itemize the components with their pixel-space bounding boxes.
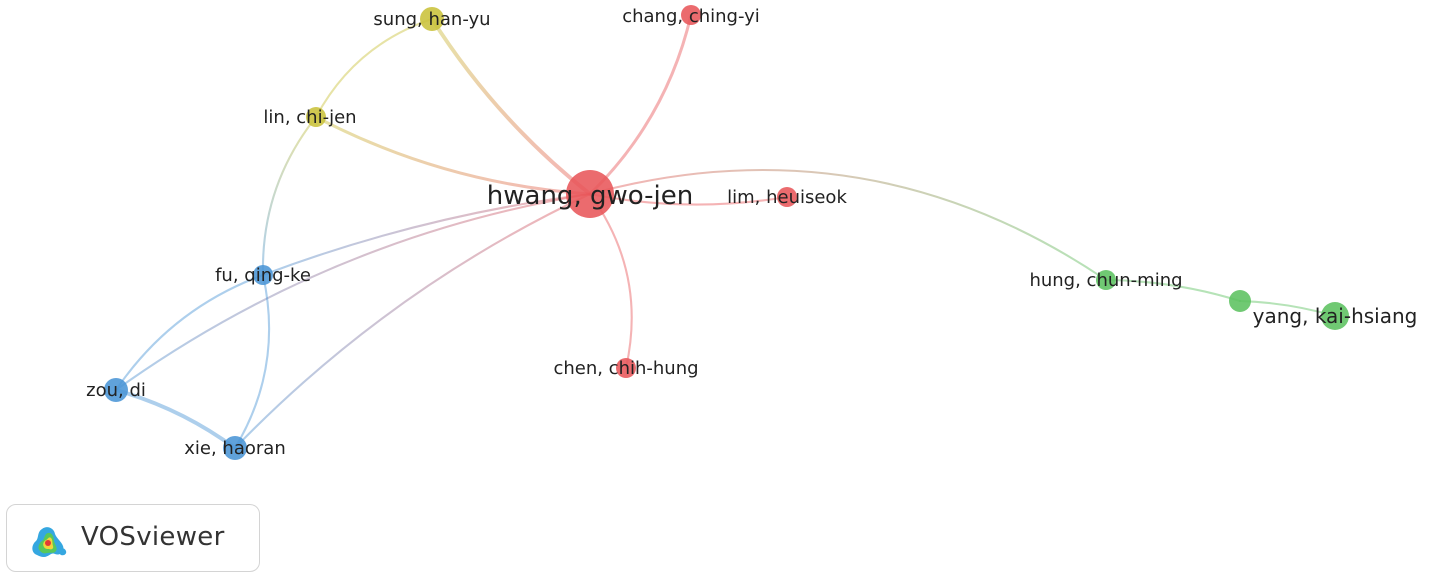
edge-zou-xie [114,388,237,450]
node-label-chang: chang, ching-yi [622,6,760,27]
node-label-chen: chen, chih-hung [553,358,698,379]
network-edges [114,13,1337,450]
edge-fu-zou [114,273,265,392]
edge-hwang-xie [233,192,592,450]
node-zou[interactable] [104,378,128,402]
edge-hwang-sung [430,17,592,196]
node-label-sung: sung, han-yu [373,9,490,30]
node-label-yang: yang, kai-hsiang [1253,304,1418,328]
node-label-lin: lin, chi-jen [263,107,356,128]
node-label-hung: hung, chun-ming [1029,270,1182,291]
edge-hwang-lim [588,192,789,206]
edge-sung-lin [314,17,434,119]
edge-hwang-hung [588,169,1108,282]
edge-hung-unlabeled [1104,278,1242,303]
edge-hwang-chang [588,13,693,196]
node-label-xie: xie, haoran [184,438,285,459]
node-sung[interactable] [420,7,444,31]
node-hung[interactable] [1096,270,1116,290]
edge-hwang-chen [588,192,633,370]
edge-hwang-lin [314,115,592,196]
node-yang[interactable] [1321,302,1349,330]
node-hwang[interactable] [566,170,614,218]
node-xie[interactable] [223,436,247,460]
edge-lin-fu [261,115,318,277]
node-fu[interactable] [253,265,273,285]
node-unlabeled[interactable] [1229,290,1251,312]
edge-hwang-fu [261,192,592,277]
vosviewer-badge[interactable]: VOSviewer [6,504,260,572]
node-lim[interactable] [777,187,797,207]
network-labels: hwang, gwo-jen chang, ching-yi lim, heuise… [86,6,1417,459]
node-label-hwang: hwang, gwo-jen [487,181,693,211]
node-label-zou: zou, di [86,380,146,401]
node-chen[interactable] [616,358,636,378]
node-label-fu: fu, qing-ke [215,265,311,286]
node-label-lim: lim, heuiseok [727,187,847,208]
edge-hwang-zou [114,192,592,392]
edge-fu-xie [233,273,271,450]
badge-label: VOSviewer [81,522,225,552]
node-lin[interactable] [306,107,326,127]
node-chang[interactable] [681,5,701,25]
network-nodes [104,5,1349,460]
vosviewer-logo-icon [32,527,67,557]
